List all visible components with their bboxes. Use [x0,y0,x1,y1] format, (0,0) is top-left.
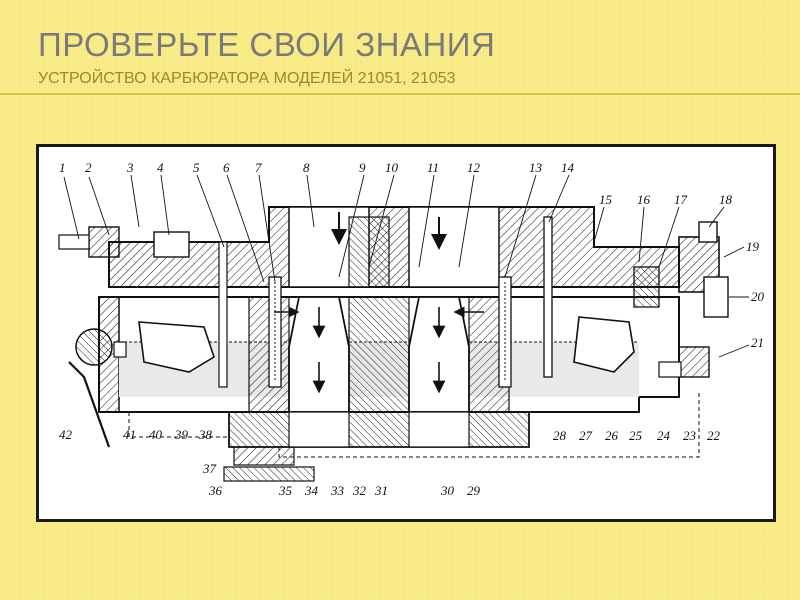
label-37: 37 [202,461,217,476]
label-29: 29 [467,483,481,498]
label-16: 16 [637,192,651,207]
label-33: 33 [330,483,345,498]
label-41: 41 [123,427,136,442]
label-35: 35 [278,483,293,498]
title-divider [0,93,800,95]
label-8: 8 [303,160,310,175]
label-4: 4 [157,160,164,175]
label-23: 23 [683,428,697,443]
labels-bottom: 29 30 31 32 33 34 35 36 37 38 39 40 41 4… [59,427,481,498]
label-26: 26 [605,428,619,443]
left-components [58,226,190,448]
label-11: 11 [427,160,439,175]
label-2: 2 [85,160,92,175]
label-1: 1 [59,160,66,175]
label-19: 19 [746,239,760,254]
label-27: 27 [579,428,593,443]
upper-cover [108,206,680,288]
label-18: 18 [719,192,733,207]
label-14: 14 [561,160,575,175]
labels-top: 1 2 3 4 5 6 7 8 9 10 11 12 13 14 15 16 1… [59,160,733,207]
slide-title: ПРОВЕРЬТЕ СВОИ ЗНАНИЯ [38,26,496,63]
label-28: 28 [553,428,567,443]
label-17: 17 [674,192,688,207]
label-31: 31 [374,483,388,498]
labels-right: 19 20 21 [746,239,765,350]
label-7: 7 [255,160,262,175]
fuel-inlet-fitting [633,221,729,378]
label-24: 24 [657,428,671,443]
labels-bottom-right: 22 23 24 25 26 27 28 [553,428,721,443]
slide-subtitle: УСТРОЙСТВО КАРБЮРАТОРА МОДЕЛЕЙ 21051, 21… [38,70,456,87]
leader-lines [63,174,750,358]
carburetor-diagram: 1 2 3 4 5 6 7 8 9 10 11 12 13 14 15 16 1… [36,144,776,522]
label-21: 21 [751,335,764,350]
label-30: 30 [440,483,455,498]
label-13: 13 [529,160,543,175]
label-40: 40 [149,427,163,442]
label-20: 20 [751,289,765,304]
label-32: 32 [352,483,367,498]
label-25: 25 [629,428,643,443]
label-15: 15 [599,192,613,207]
label-34: 34 [304,483,319,498]
label-42: 42 [59,427,73,442]
label-39: 39 [174,427,189,442]
label-38: 38 [198,427,213,442]
label-10: 10 [385,160,399,175]
label-36: 36 [208,483,223,498]
label-5: 5 [193,160,200,175]
dashed-lines [128,392,700,458]
label-22: 22 [707,428,721,443]
label-3: 3 [126,160,134,175]
carburetor-drawing: 1 2 3 4 5 6 7 8 9 10 11 12 13 14 15 16 1… [58,160,765,498]
mixing-chambers [248,296,510,436]
label-6: 6 [223,160,230,175]
throttle-body [223,411,530,482]
flow-arrows [274,212,484,394]
label-12: 12 [467,160,481,175]
jets [218,216,553,388]
label-9: 9 [359,160,366,175]
